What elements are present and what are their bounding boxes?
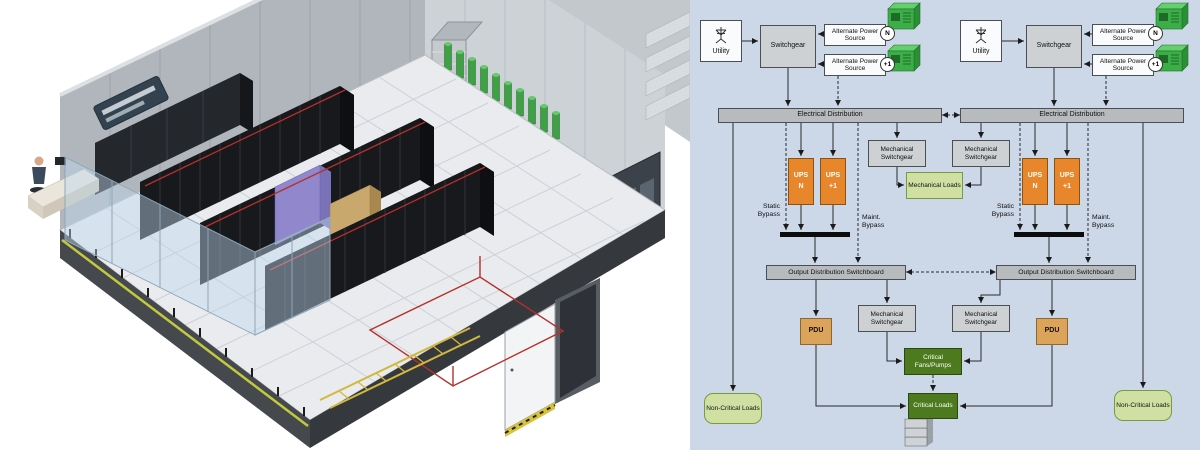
alt-power-badge-n-b: N	[1148, 26, 1163, 41]
mechanical-switchgear-upper-a: Mechanical Switchgear	[868, 140, 926, 167]
alt-power-source-b2: Alternate Power Source	[1092, 54, 1154, 76]
ups-n-b: UPS N	[1022, 158, 1048, 205]
yellow-cable-tray	[319, 327, 481, 409]
maint-bypass-label-b: Maint. Bypass	[1092, 214, 1115, 230]
ups-plus1-b: UPS +1	[1054, 158, 1080, 205]
mechanical-switchgear-lower-b: Mechanical Switchgear	[952, 305, 1010, 332]
alt-power-badge-n-a: N	[880, 26, 895, 41]
ups-unit-label: +1	[829, 182, 837, 190]
utility-pylon-icon	[713, 26, 729, 47]
generator-icon-a1	[887, 2, 921, 30]
alt-power-source-b1: Alternate Power Source	[1092, 24, 1154, 46]
switchgear-box-a: Switchgear	[760, 25, 816, 68]
mechanical-switchgear-lower-a: Mechanical Switchgear	[858, 305, 916, 332]
ups-unit-label: N	[798, 182, 804, 190]
output-distribution-switchboard-b: Output Distribution Switchboard	[996, 265, 1136, 280]
electrical-distribution-bar-b: Electrical Distribution	[960, 108, 1184, 123]
generator-icon-b1	[1155, 2, 1189, 30]
ups-label: UPS	[1059, 172, 1075, 180]
pdu-a: PDU	[800, 318, 832, 345]
ups-n-a: UPS N	[788, 158, 814, 205]
overhead-red-cabling	[144, 89, 486, 271]
output-distribution-switchboard-a: Output Distribution Switchboard	[766, 265, 906, 280]
switchgear-box-b: Switchgear	[1026, 25, 1082, 68]
datacenter-3d-illustration	[27, 0, 690, 448]
crac-units	[95, 73, 253, 195]
connection-lines	[730, 2, 1189, 447]
maint-bypass-label-a: Maint. Bypass	[862, 214, 885, 230]
stairs	[645, 11, 690, 121]
server-rack-row-front	[265, 163, 494, 330]
alt-power-source-a2: Alternate Power Source	[824, 54, 886, 76]
critical-loads-box: Critical Loads	[908, 393, 958, 419]
datacenter-render-panel	[27, 0, 690, 448]
ups-unit-label: +1	[1063, 182, 1071, 190]
floor-red-piping	[368, 256, 565, 387]
ups-output-bus-b	[1014, 232, 1084, 237]
operator-desk	[27, 156, 100, 219]
critical-fans-pumps-box: Critical Fans/Pumps	[904, 348, 962, 375]
alt-power-source-a1: Alternate Power Source	[824, 24, 886, 46]
alt-power-badge-plus1-b: +1	[1148, 57, 1163, 72]
electrical-distribution-bar-a: Electrical Distribution	[718, 108, 942, 123]
utility-box-b: Utility	[960, 20, 1002, 62]
static-bypass-label-a: Static Bypass	[757, 203, 780, 219]
ups-label: UPS	[793, 172, 809, 180]
mechanical-switchgear-upper-b: Mechanical Switchgear	[952, 140, 1010, 167]
glass-partition	[64, 156, 331, 336]
purple-cabinet	[274, 164, 331, 246]
utility-label: Utility	[972, 48, 990, 55]
server-rack-row-back	[140, 86, 354, 240]
utility-box-a: Utility	[700, 20, 742, 62]
non-critical-loads-a: Non-Critical Loads	[704, 393, 762, 424]
static-bypass-label-b: Static Bypass	[991, 203, 1014, 219]
power-diagram-panel: Utility Switchgear Alternate Power Sourc…	[690, 0, 1200, 450]
non-critical-loads-b: Non-Critical Loads	[1114, 390, 1172, 421]
server-stack-icon	[904, 414, 934, 447]
utility-label: Utility	[712, 48, 730, 55]
alt-power-badge-plus1-a: +1	[880, 57, 895, 72]
mechanical-loads-box: Mechanical Loads	[906, 172, 963, 199]
wall-sign	[93, 76, 169, 130]
pdu-b: PDU	[1036, 318, 1068, 345]
perimeter-pipe-and-bollards	[61, 229, 309, 427]
utility-pylon-icon	[973, 26, 989, 47]
ups-output-bus-a	[780, 232, 850, 237]
ups-plus1-a: UPS +1	[820, 158, 846, 205]
ups-label: UPS	[825, 172, 841, 180]
ups-unit-label: N	[1032, 182, 1038, 190]
entry-door	[504, 278, 600, 437]
ups-label: UPS	[1027, 172, 1043, 180]
